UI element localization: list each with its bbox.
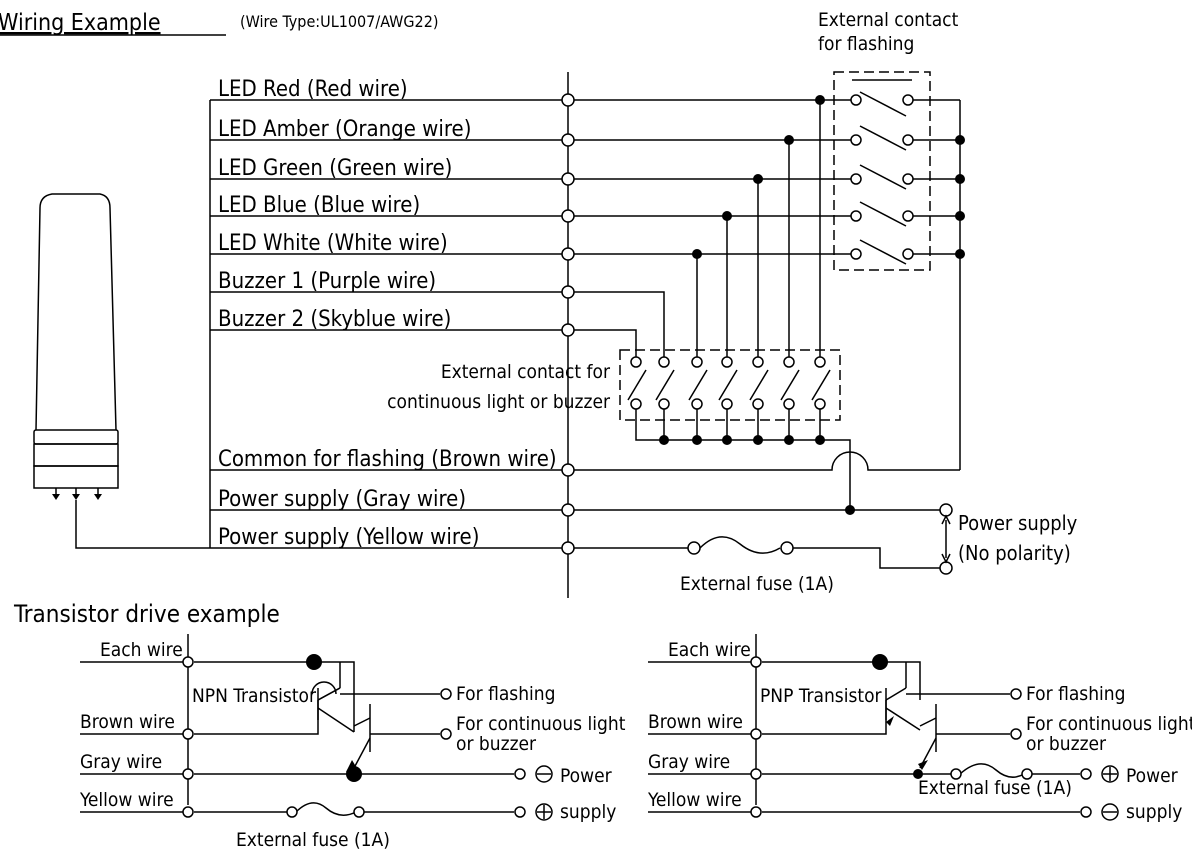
signal-tower xyxy=(33,193,119,500)
pnp-out-continuous-1: For continuous light xyxy=(1026,713,1192,735)
continuous-contact-label-1: External contact for xyxy=(441,361,611,383)
wire-label-led-green: LED Green (Green wire) xyxy=(218,156,452,181)
npn-out-continuous-2: or buzzer xyxy=(456,733,537,755)
pnp-fuse-label: External fuse (1A) xyxy=(918,777,1072,799)
npn-power-1: Power xyxy=(560,765,613,787)
npn-fuse-label: External fuse (1A) xyxy=(236,829,390,851)
continuous-contact-box xyxy=(619,349,841,421)
flash-switches xyxy=(850,91,914,265)
continuous-switches xyxy=(627,356,831,410)
flash-contact-label-2: for flashing xyxy=(818,33,914,55)
diagram-subtitle: (Wire Type:UL1007/AWG22) xyxy=(240,12,438,31)
junction-dots xyxy=(659,95,965,515)
wire-label-led-white: LED White (White wire) xyxy=(218,231,448,256)
npn-wire-label-gray: Gray wire xyxy=(80,751,162,773)
pnp-power-2: supply xyxy=(1126,801,1182,823)
npn-power-2: supply xyxy=(560,801,616,823)
diagram-title: Wiring Example xyxy=(0,10,161,36)
pnp-wire-label-yellow: Yellow wire xyxy=(647,789,742,811)
wire-label-led-amber: LED Amber (Orange wire) xyxy=(218,117,471,142)
pnp-power-1: Power xyxy=(1126,765,1179,787)
wire-label-power-yellow: Power supply (Yellow wire) xyxy=(218,525,479,550)
wire-label-buzzer-2: Buzzer 2 (Skyblue wire) xyxy=(218,307,451,332)
pnp-wire-label-each: Each wire xyxy=(668,639,751,661)
continuous-contact-label-2: continuous light or buzzer xyxy=(387,391,611,413)
npn-wire-label-each: Each wire xyxy=(100,639,183,661)
power-supply-label-2: (No polarity) xyxy=(958,541,1071,565)
npn-example: Each wire Brown wire Gray wire Yellow wi… xyxy=(79,634,626,851)
pnp-out-flashing: For flashing xyxy=(1026,683,1126,705)
transistor-section-title: Transistor drive example xyxy=(13,600,280,628)
npn-out-continuous-1: For continuous light xyxy=(456,713,626,735)
wire-label-power-gray: Power supply (Gray wire) xyxy=(218,487,466,512)
wire-label-led-blue: LED Blue (Blue wire) xyxy=(218,193,420,218)
npn-out-flashing: For flashing xyxy=(456,683,556,705)
wire-label-buzzer-1: Buzzer 1 (Purple wire) xyxy=(218,269,436,294)
power-supply-label-1: Power supply xyxy=(958,511,1078,535)
pnp-example: Each wire Brown wire Gray wire Yellow wi… xyxy=(647,634,1192,823)
npn-transistor-label: NPN Transistor xyxy=(192,685,317,707)
pnp-wire-label-gray: Gray wire xyxy=(648,751,730,773)
flash-contact-box xyxy=(833,71,931,271)
flash-contact-label-1: External contact xyxy=(818,9,959,31)
pnp-out-continuous-2: or buzzer xyxy=(1026,733,1107,755)
npn-wire-label-yellow: Yellow wire xyxy=(79,789,174,811)
wire-label-common-flashing: Common for flashing (Brown wire) xyxy=(218,447,557,472)
main-fuse-label: External fuse (1A) xyxy=(680,573,834,595)
npn-wire-label-brown: Brown wire xyxy=(80,711,175,733)
wire-label-led-red: LED Red (Red wire) xyxy=(218,77,408,102)
pnp-wire-label-brown: Brown wire xyxy=(648,711,743,733)
terminal-block xyxy=(561,93,575,555)
pnp-transistor-label: PNP Transistor xyxy=(760,685,883,707)
